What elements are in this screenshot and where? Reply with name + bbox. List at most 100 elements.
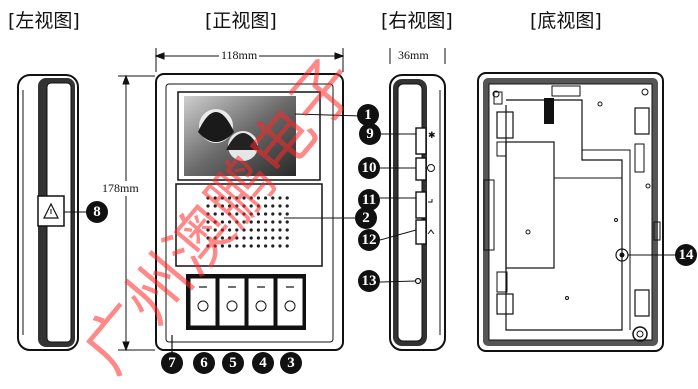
- grille-hole: [278, 204, 282, 208]
- grille-hole: [220, 220, 224, 224]
- grille-hole: [213, 236, 217, 240]
- callout-2: 2: [355, 207, 377, 229]
- grille-hole: [264, 236, 268, 240]
- grille-hole: [242, 228, 246, 232]
- grille-hole: [242, 236, 246, 240]
- grille-hole: [235, 204, 239, 208]
- front-view: [118, 48, 363, 352]
- talk-button[interactable]: [247, 277, 275, 327]
- callout-9: 9: [359, 123, 381, 145]
- grille-hole: [271, 196, 275, 200]
- grille-hole: [228, 196, 232, 200]
- grille-hole: [264, 244, 268, 248]
- grille-hole: [249, 196, 253, 200]
- grille-hole: [228, 212, 232, 216]
- callout-4: 4: [252, 352, 274, 374]
- grille-hole: [220, 244, 224, 248]
- grille-hole: [220, 212, 224, 216]
- grille-hole: [235, 236, 239, 240]
- grille-hole: [235, 220, 239, 224]
- callout-6: 6: [193, 352, 215, 374]
- grille-hole: [285, 212, 289, 216]
- callout-5: 5: [222, 352, 244, 374]
- grille-hole: [213, 204, 217, 208]
- grille-hole: [256, 212, 260, 216]
- grille-hole: [220, 196, 224, 200]
- grille-hole: [256, 220, 260, 224]
- button-ring-icon: [255, 300, 267, 312]
- grille-hole: [242, 204, 246, 208]
- grille-hole: [271, 220, 275, 224]
- right-view: ✱: [379, 48, 446, 351]
- grille-hole: [285, 228, 289, 232]
- grille-hole: [213, 244, 217, 248]
- unlock-button[interactable]: [276, 277, 304, 327]
- grille-hole: [285, 236, 289, 240]
- grille-hole: [213, 212, 217, 216]
- depth-dimension-label: 36mm: [396, 48, 431, 63]
- grille-hole: [235, 196, 239, 200]
- grille-hole: [242, 244, 246, 248]
- grille-hole: [206, 204, 210, 208]
- grille-hole: [213, 228, 217, 232]
- grille-hole: [206, 220, 210, 224]
- left-view: [17, 74, 86, 351]
- unlock-monitor-button[interactable]: [189, 277, 217, 327]
- grille-hole: [249, 204, 253, 208]
- width-dimension-label: 118mm: [219, 48, 260, 63]
- grille-hole: [228, 204, 232, 208]
- grille-hole: [256, 236, 260, 240]
- grille-hole: [285, 196, 289, 200]
- grille-hole: [235, 228, 239, 232]
- grille-hole: [256, 196, 260, 200]
- grille-hole: [220, 204, 224, 208]
- height-dimension-label: 178mm: [100, 181, 141, 196]
- call-button[interactable]: [218, 277, 246, 327]
- grille-hole: [242, 212, 246, 216]
- front-view-title: [正视图]: [205, 10, 277, 32]
- grille-hole: [278, 196, 282, 200]
- callout-3: 3: [280, 352, 302, 374]
- svg-text:✱: ✱: [428, 130, 436, 140]
- grille-hole: [264, 228, 268, 232]
- grille-hole: [235, 212, 239, 216]
- grille-hole: [256, 204, 260, 208]
- grille-hole: [242, 196, 246, 200]
- grille-hole: [271, 244, 275, 248]
- callout-10: 10: [358, 157, 380, 179]
- grille-hole: [285, 220, 289, 224]
- button-ring-icon: [226, 300, 238, 312]
- grille-hole: [264, 204, 268, 208]
- grille-hole: [256, 228, 260, 232]
- grille-hole: [249, 236, 253, 240]
- bottom-view: [477, 72, 678, 352]
- grille-hole: [213, 220, 217, 224]
- grille-hole: [220, 236, 224, 240]
- grille-hole: [278, 212, 282, 216]
- grille-hole: [285, 244, 289, 248]
- callout-11: 11: [358, 189, 380, 211]
- grille-hole: [278, 236, 282, 240]
- grille-hole: [206, 236, 210, 240]
- right-view-title: [右视图]: [381, 10, 453, 32]
- callout-13: 13: [358, 270, 380, 292]
- callout-1: 1: [357, 104, 379, 126]
- grille-hole: [264, 212, 268, 216]
- grille-hole: [249, 212, 253, 216]
- grille-hole: [213, 196, 217, 200]
- grille-hole: [271, 204, 275, 208]
- grille-hole: [206, 212, 210, 216]
- grille-hole: [228, 220, 232, 224]
- grille-hole: [206, 196, 210, 200]
- grille-hole: [206, 228, 210, 232]
- callout-7: 7: [161, 352, 183, 374]
- grille-hole: [264, 196, 268, 200]
- grille-hole: [278, 244, 282, 248]
- callout-12: 12: [358, 229, 380, 251]
- callout-8: 8: [86, 201, 108, 223]
- grille-hole: [235, 244, 239, 248]
- grille-hole: [271, 228, 275, 232]
- button-ring-icon: [197, 300, 209, 312]
- grille-hole: [206, 244, 210, 248]
- grille-hole: [271, 212, 275, 216]
